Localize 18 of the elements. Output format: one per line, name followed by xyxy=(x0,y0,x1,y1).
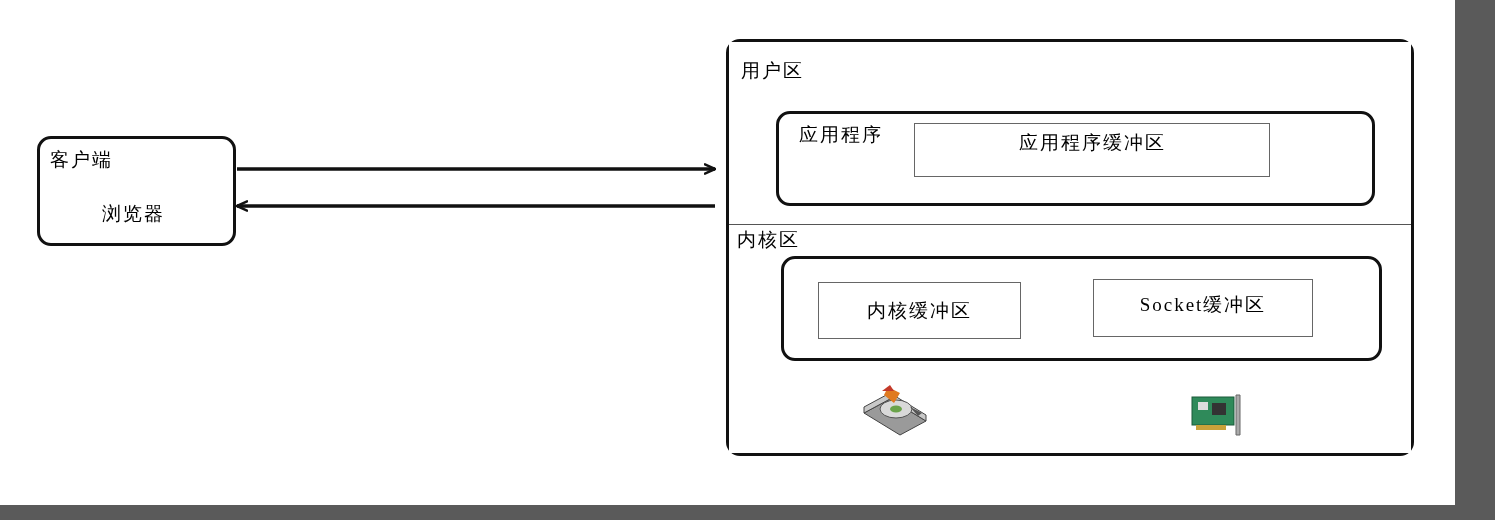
buffer-box xyxy=(818,282,1021,339)
box-label: 内核区 xyxy=(737,228,800,252)
box-label: 客户端 xyxy=(50,148,113,172)
rounded-box xyxy=(776,111,1375,206)
box-label: 应用程序 xyxy=(799,123,883,147)
box-label: 应用程序缓冲区 xyxy=(1017,131,1167,155)
box-label: 用户区 xyxy=(741,59,804,83)
arrow xyxy=(235,199,715,213)
rounded-box xyxy=(781,256,1382,361)
buffer-box xyxy=(914,123,1270,177)
container-box xyxy=(726,39,1414,456)
rounded-box xyxy=(37,136,236,246)
zone-band xyxy=(729,224,1411,453)
arrow xyxy=(237,162,717,176)
box-label: Socket缓冲区 xyxy=(1138,293,1268,317)
box-label: 内核缓冲区 xyxy=(866,299,973,323)
buffer-box xyxy=(1093,279,1313,337)
box-label: 浏览器 xyxy=(102,202,165,226)
